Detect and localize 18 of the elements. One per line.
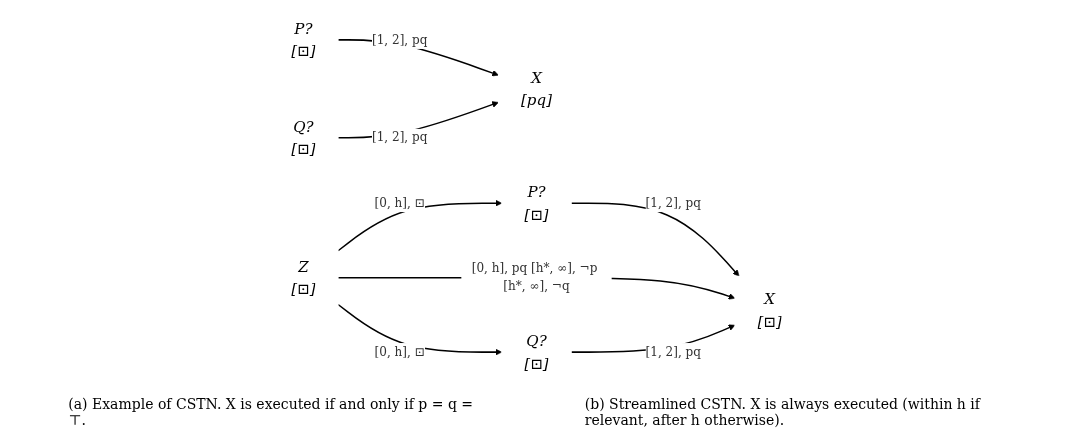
- edge-label: [0, h], ⊡: [374, 195, 425, 210]
- edge-label: [1, 2], pq: [371, 32, 428, 47]
- arrow: [337, 303, 503, 356]
- edge-label: [0, h], pq [h*, ∞], ¬p [h*, ∞], ¬q: [471, 261, 598, 294]
- arrow: [570, 202, 740, 277]
- node-text: P? [⊡]: [291, 19, 316, 61]
- edge-label: [0, h], ⊡: [374, 344, 425, 359]
- edge-label: [1, 2], pq: [645, 195, 702, 210]
- node-text: Z [⊡]: [291, 257, 316, 298]
- node-text: X [pq]: [520, 68, 553, 110]
- figure-caption: (a) Example of CSTN. X is executed if and only if p = q = ⊤.: [68, 396, 475, 428]
- node-text: Q? [⊡]: [291, 117, 316, 158]
- node-text: X [⊡]: [757, 289, 782, 331]
- figure-caption: (b) Streamlined CSTN. X is always executed (within h if relevant, after h otherwise).: [584, 396, 982, 428]
- edge-label: [1, 2], pq: [371, 130, 428, 145]
- node-text: Q? [⊡]: [524, 331, 549, 373]
- edge-label: [1, 2], pq: [645, 344, 702, 359]
- node-text: P? [⊡]: [524, 182, 549, 224]
